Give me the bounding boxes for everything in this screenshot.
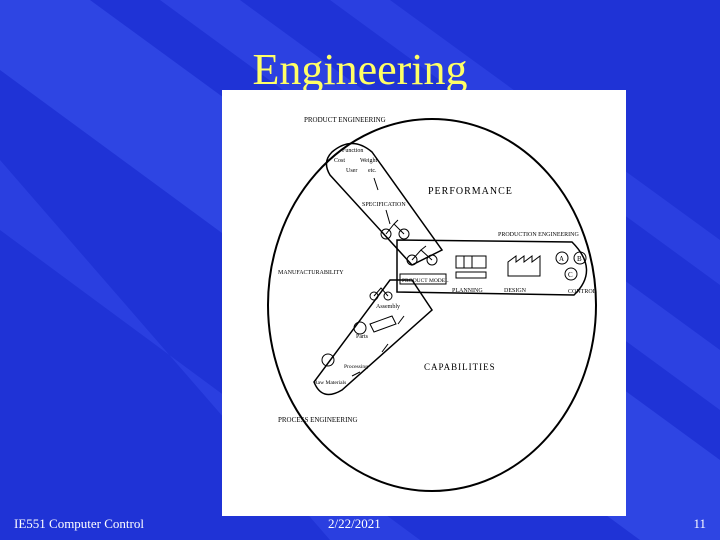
footer-date: 2/22/2021: [328, 516, 381, 531]
label-weight: Weight: [360, 158, 378, 164]
planning-chart-icon: [455, 255, 487, 279]
label-product-engineering: PRODUCT ENGINEERING: [304, 116, 386, 124]
label-capabilities: CAPABILITIES: [424, 362, 496, 372]
product-model-box: [399, 273, 447, 285]
process-lobe: [313, 279, 433, 396]
label-etc: etc.: [368, 168, 377, 174]
footer-course: IE551 Computer Control: [14, 516, 144, 531]
label-manufacturability: MANUFACTURABILITY: [278, 270, 344, 276]
label-assembly: Assembly: [376, 304, 400, 310]
product-lobe: [325, 142, 444, 266]
flow-arrows: [351, 177, 405, 377]
label-user: User: [346, 168, 357, 174]
label-performance: PERFORMANCE: [428, 186, 513, 197]
label-control: CONTROL: [568, 289, 597, 295]
label-parts: Parts: [356, 334, 369, 340]
slide-title: Engineering: [252, 45, 468, 94]
label-specification: SPECIFICATION: [362, 202, 406, 208]
label-cost: Cost: [334, 158, 345, 164]
label-product-model: PRODUCT MODEL: [402, 278, 449, 284]
node-c-label: C: [568, 271, 573, 279]
label-process-engineering: PROCESS ENGINEERING: [278, 416, 358, 424]
diagram-svg: PRODUCT ENGINEERING Function Cost Weight…: [267, 116, 597, 492]
label-function: Function: [342, 148, 363, 154]
node-a-label: A: [559, 255, 564, 263]
label-production-engineering: PRODUCTION ENGINEERING: [498, 232, 579, 238]
node-b-label: B: [577, 255, 582, 263]
production-lobe: [396, 239, 588, 296]
footer-page-number: 11: [693, 516, 706, 531]
label-processing: Processing: [344, 364, 368, 370]
label-raw-materials: Raw Materials: [314, 380, 346, 386]
factory-icon: [507, 255, 541, 277]
parts-icon: [321, 315, 397, 367]
outer-circle: [267, 118, 597, 492]
label-planning: PLANNING: [452, 288, 483, 294]
label-design: DESIGN: [504, 288, 527, 294]
engineering-diagram: PRODUCT ENGINEERING Function Cost Weight…: [222, 90, 626, 516]
bicycle-icon: [369, 219, 438, 301]
control-nodes-icon: A B C: [555, 251, 587, 281]
